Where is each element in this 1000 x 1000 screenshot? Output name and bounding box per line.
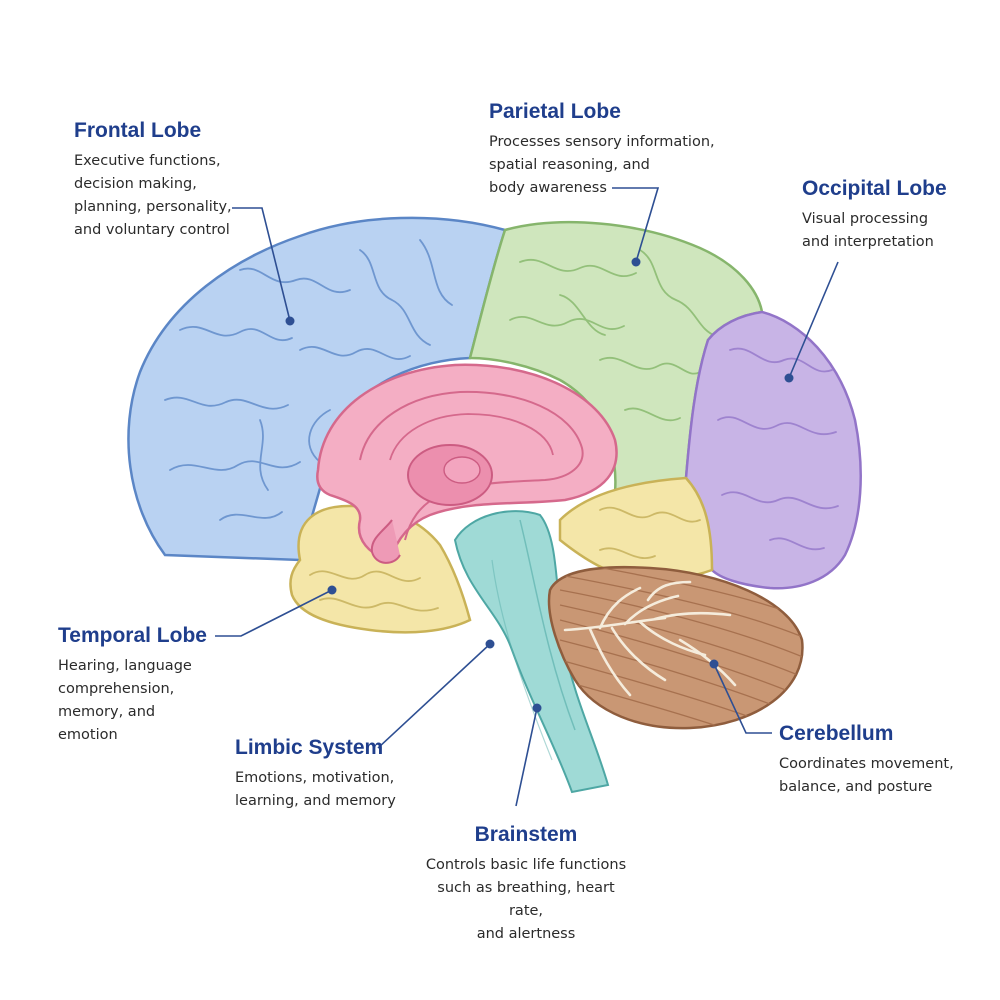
temporal-lobe-title: Temporal Lobe xyxy=(58,624,207,647)
frontal-lobe-region xyxy=(127,216,507,562)
occipital-lobe-region xyxy=(684,310,862,590)
cerebellum-label: Cerebellum Coordinates movement, balance… xyxy=(779,721,954,799)
temporal-lobe-label: Temporal Lobe Hearing, language comprehe… xyxy=(58,623,207,747)
frontal-lobe-label: Frontal Lobe Executive functions, decisi… xyxy=(74,118,232,242)
frontal-lobe-title: Frontal Lobe xyxy=(74,119,202,142)
brainstem-leader xyxy=(515,707,538,807)
parietal-leader xyxy=(612,187,660,263)
limbic-system-description: Emotions, motivation, learning, and memo… xyxy=(235,770,396,809)
cerebellum-leader xyxy=(713,663,772,734)
brainstem-label: Brainstem Controls basic life functions … xyxy=(420,822,632,946)
temporal-lobe-description: Hearing, language comprehension, memory,… xyxy=(58,658,192,743)
frontal-leader xyxy=(232,207,291,322)
temporal-leader xyxy=(215,589,333,637)
parietal-lobe-label: Parietal Lobe Processes sensory informat… xyxy=(489,99,715,200)
parietal-lobe-description: Processes sensory information, spatial r… xyxy=(489,134,715,196)
limbic-system-label: Limbic System Emotions, motivation, lear… xyxy=(235,735,396,813)
occipital-leader xyxy=(788,261,839,379)
brainstem-description: Controls basic life functions such as br… xyxy=(425,857,627,942)
leader-dots xyxy=(285,257,794,713)
occipital-lobe-title: Occipital Lobe xyxy=(802,177,947,200)
leader-lines xyxy=(215,187,839,807)
limbic-system-title: Limbic System xyxy=(235,736,384,759)
limbic-system-region xyxy=(316,363,618,564)
cerebellum-description: Coordinates movement, balance, and postu… xyxy=(779,756,954,795)
limbic-leader xyxy=(377,643,491,749)
occipital-lobe-description: Visual processing and interpretation xyxy=(802,211,934,250)
brainstem-region xyxy=(453,510,610,794)
cerebellum-region xyxy=(547,565,804,730)
temporal-lobe-region xyxy=(289,476,714,634)
cerebellum-title: Cerebellum xyxy=(779,722,894,745)
occipital-lobe-label: Occipital Lobe Visual processing and int… xyxy=(802,176,947,254)
brainstem-title: Brainstem xyxy=(474,823,578,846)
frontal-lobe-description: Executive functions, decision making, pl… xyxy=(74,153,232,238)
parietal-lobe-title: Parietal Lobe xyxy=(489,100,621,123)
